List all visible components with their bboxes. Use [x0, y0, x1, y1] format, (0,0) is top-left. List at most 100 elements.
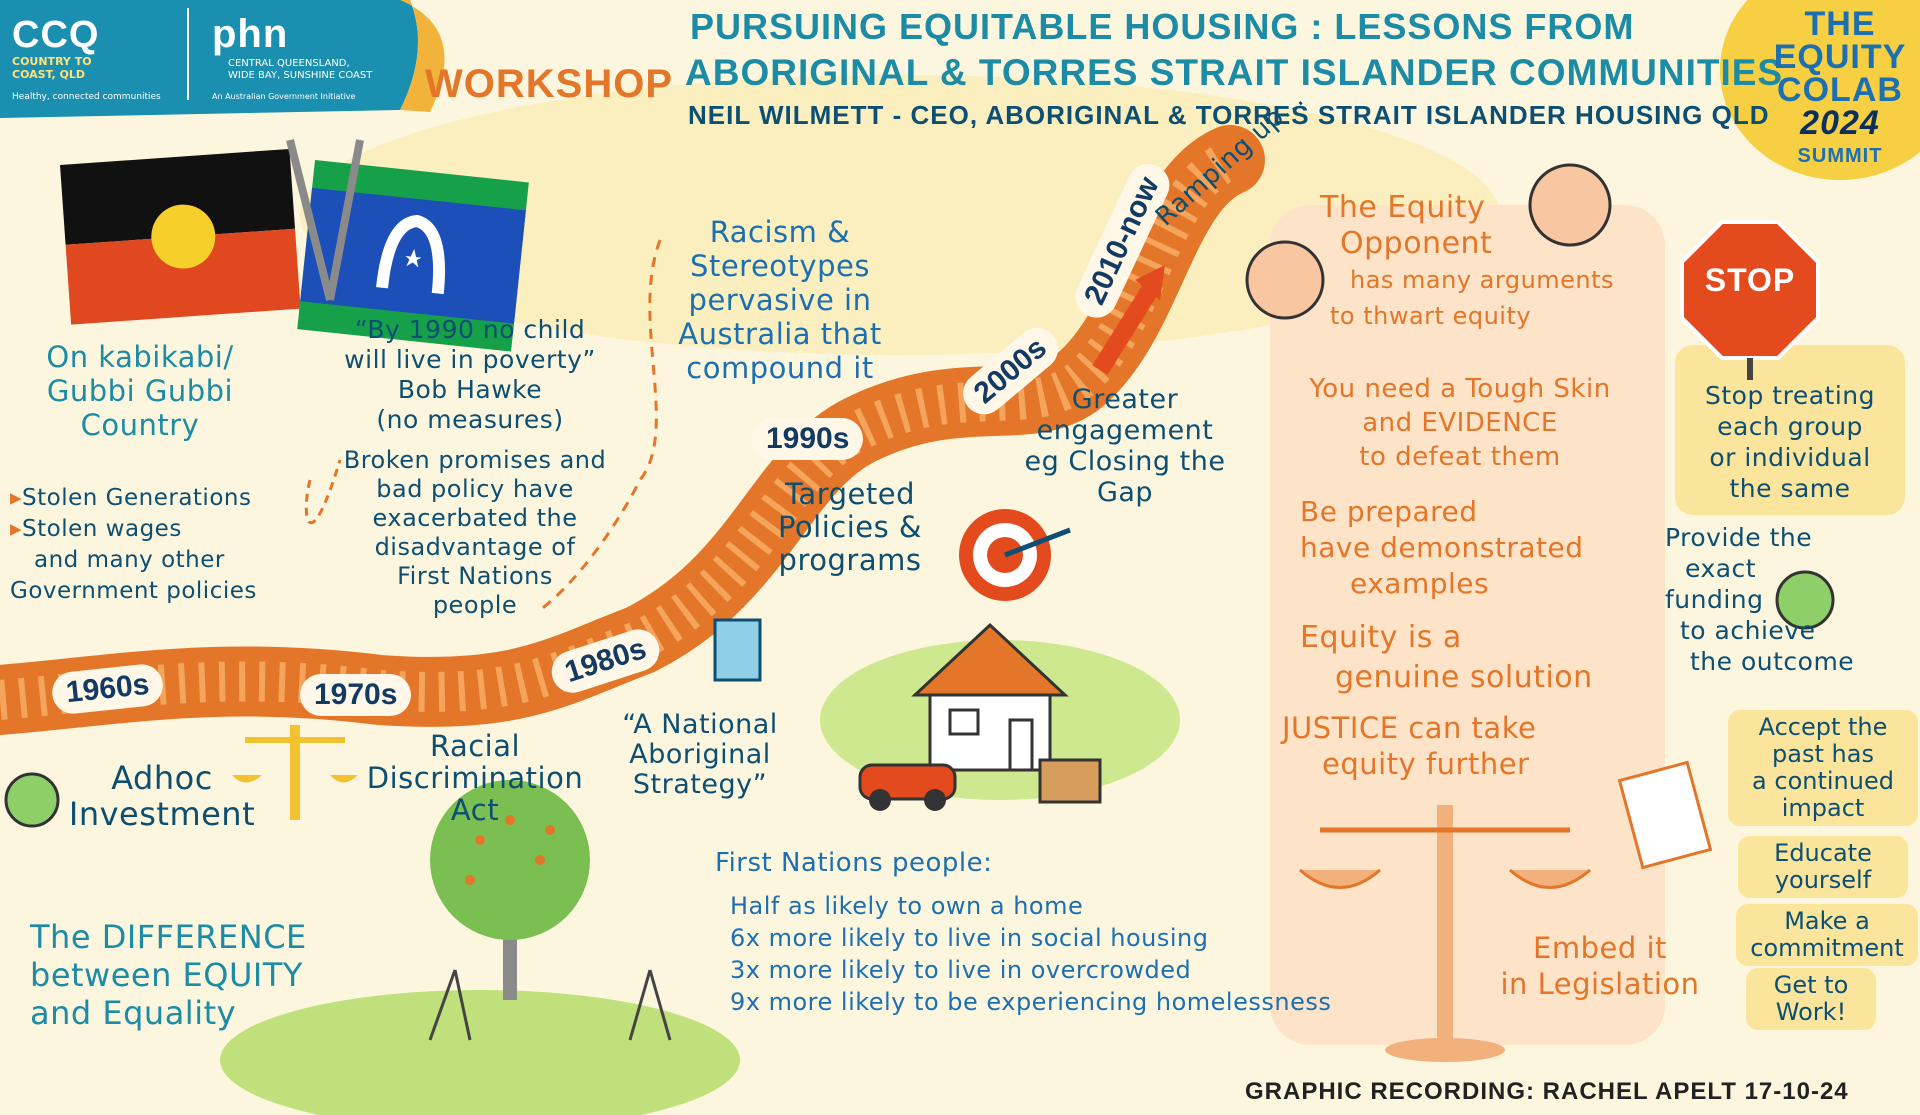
funding-line: to achieve [1680, 616, 1816, 645]
embed-legislation: Embed it in Legislation [1480, 930, 1720, 1002]
tough-line: and EVIDENCE [1362, 408, 1558, 438]
national-strategy: “A National Aboriginal Strategy” [600, 710, 800, 800]
broken-promises: Broken promises and bad policy have exac… [330, 446, 620, 620]
greater-line: Greater [1071, 384, 1179, 415]
educate-line: Educate [1774, 839, 1872, 867]
equity-line: genuine solution [1335, 660, 1593, 695]
country-line: Gubbi Gubbi [46, 374, 234, 408]
difference-line: and Equality [30, 994, 237, 1032]
national-line: Strategy” [632, 769, 768, 800]
prepared-line: have demonstrated [1300, 531, 1584, 564]
policy-item: ▸Stolen wages [10, 516, 182, 542]
difference-line: The DIFFERENCE [30, 918, 307, 956]
broken-line: people [432, 591, 518, 619]
prepared-line: examples [1350, 567, 1490, 600]
country-line: Country [80, 408, 200, 442]
policy-item: ▸Stolen Generations [10, 485, 252, 511]
ccq-subtitle: COUNTRY TO COAST, QLD [12, 55, 92, 81]
equity-vs-equality: The DIFFERENCE between EQUITY and Equali… [30, 918, 307, 1032]
national-line: “A National [622, 709, 778, 740]
racism-line: Stereotypes [690, 249, 870, 283]
get-to-work: Get to Work! [1746, 968, 1876, 1030]
opponent-line: The Equity [1320, 190, 1486, 225]
badge-line: EQUITY [1773, 38, 1907, 76]
stat-item: 3x more likely to live in overcrowded [730, 956, 1192, 984]
broken-line: First Nations [397, 562, 553, 590]
accept-past: Accept the past has a continued impact [1728, 710, 1918, 826]
title-line-2: ABORIGINAL & TORRES STRAIT ISLANDER COMM… [685, 52, 1784, 93]
stop-treating: Stop treating each group or individual t… [1680, 380, 1900, 504]
stop-treating-line: the same [1729, 474, 1851, 503]
logo-divider [187, 8, 189, 100]
racism-line: Australia that [678, 317, 882, 351]
quote-line: will live in poverty” [344, 345, 596, 374]
funding-line: Provide the [1665, 523, 1813, 552]
work-line: Work! [1775, 998, 1847, 1026]
badge-line: SUMMIT [1797, 145, 1883, 167]
adhoc-line: Adhoc [111, 759, 213, 797]
racism-line: Racism & [709, 215, 851, 249]
stat-item: 6x more likely to live in social housing [730, 924, 1209, 952]
opponent-line: Opponent [1340, 226, 1493, 261]
stop-treating-line: Stop treating [1705, 381, 1875, 410]
commit-line: Make a [1784, 907, 1870, 935]
funding-line: exact [1685, 554, 1757, 583]
funding-line: the outcome [1690, 647, 1855, 676]
phn-logo: phn [212, 12, 289, 56]
phn-subtitle-line: WIDE BAY, SUNSHINE COAST [228, 70, 373, 81]
accept-line: impact [1781, 794, 1865, 822]
broken-line: Broken promises and [343, 446, 607, 474]
stats-heading: First Nations people: [715, 848, 993, 878]
era-1990s: 1990s [752, 418, 864, 460]
difference-line: between EQUITY [30, 956, 303, 994]
graphic-recording-credit: GRAPHIC RECORDING: RACHEL APELT 17-10-24 [1245, 1078, 1849, 1105]
make-commitment: Make a commitment [1736, 904, 1918, 966]
educate-yourself: Educate yourself [1738, 836, 1908, 898]
educate-line: yourself [1774, 866, 1872, 894]
phn-subtitle: CENTRAL QUEENSLAND, WIDE BAY, SUNSHINE C… [228, 58, 372, 82]
racism-line: compound it [686, 351, 874, 385]
country-acknowledgement: On kabikabi/ Gubbi Gubbi Country [20, 340, 260, 442]
badge-line: 2024 [1800, 104, 1880, 142]
workshop-label: WORKSHOP [425, 62, 673, 106]
equity-opponent: The Equity Opponent has many arguments t… [1320, 190, 1614, 334]
tough-skin: You need a Tough Skin and EVIDENCE to de… [1290, 372, 1630, 474]
broken-line: bad policy have [376, 475, 574, 503]
racial-line: Act [450, 793, 500, 827]
justice-line: JUSTICE can take [1282, 711, 1537, 745]
ccq-tagline: Healthy, connected communities [12, 92, 161, 102]
broken-line: disadvantage of [374, 533, 576, 561]
stop-sign: STOP [1704, 262, 1796, 298]
justice-line: equity further [1322, 747, 1530, 781]
racial-discrimination-act: Racial Discrimination Act [360, 730, 590, 826]
quote-line: (no measures) [376, 405, 564, 434]
be-prepared: Be prepared have demonstrated examples [1300, 494, 1583, 602]
adhoc-investment: Adhoc Investment [62, 760, 262, 832]
greater-line: eg Closing the [1024, 446, 1226, 477]
prepared-line: Be prepared [1300, 495, 1478, 528]
policy-extra-line: Government policies [10, 578, 257, 604]
greater-engagement: Greater engagement eg Closing the Gap [1010, 384, 1240, 508]
funding-line: funding [1665, 585, 1764, 614]
tough-line: You need a Tough Skin [1309, 374, 1611, 404]
era-1970s: 1970s [300, 674, 412, 716]
opponent-line: to thwart equity [1330, 302, 1532, 330]
accept-line: a continued [1752, 767, 1894, 795]
ccq-subtitle-line: COAST, QLD [12, 68, 85, 81]
embed-line: Embed it [1533, 931, 1667, 965]
badge-line: COLAB [1777, 71, 1903, 109]
policy-extra-line: and many other [34, 547, 225, 573]
ccq-subtitle-line: COUNTRY TO [12, 55, 92, 68]
greater-line: Gap [1096, 477, 1154, 508]
targeted-policies: Targeted Policies & programs [750, 478, 950, 577]
stats-list: Half as likely to own a home 6x more lik… [730, 890, 1331, 1018]
title-line-1: PURSUING EQUITABLE HOUSING : LESSONS FRO… [690, 6, 1635, 47]
targeted-line: programs [778, 543, 922, 577]
broken-line: exacerbated the [372, 504, 578, 532]
badge-line: THE [1804, 5, 1876, 43]
commit-line: commitment [1750, 934, 1904, 962]
stop-treating-line: or individual [1709, 443, 1871, 472]
tough-line: to defeat them [1359, 442, 1561, 472]
racial-line: Racial [429, 729, 521, 763]
